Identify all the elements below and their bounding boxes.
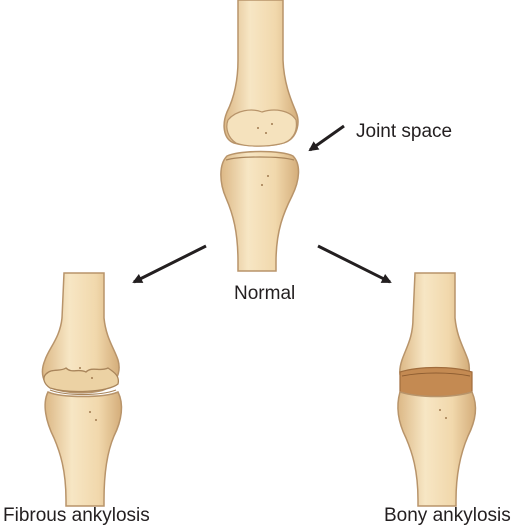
arrow-to-fibrous — [134, 246, 206, 282]
fibrous-ankylosis-illustration — [42, 273, 121, 506]
fibrous-joint-band — [44, 368, 118, 391]
bony-ankylosis-label: Bony ankylosis — [384, 506, 511, 525]
bony-ankylosis-illustration — [398, 273, 475, 506]
normal-joint-illustration — [221, 0, 299, 271]
normal-lower-bone — [221, 152, 299, 272]
arrow-to-bony — [318, 246, 390, 282]
bony-fused-band — [400, 368, 472, 397]
bony-lower-bone — [398, 392, 475, 506]
fibrous-ankylosis-label: Fibrous ankylosis — [3, 506, 150, 525]
joint-space-label: Joint space — [356, 122, 452, 141]
fibrous-lower-bone — [45, 392, 121, 506]
normal-upper-condyle — [227, 110, 297, 146]
joint-space-arrow — [310, 126, 344, 150]
normal-label: Normal — [234, 284, 295, 303]
